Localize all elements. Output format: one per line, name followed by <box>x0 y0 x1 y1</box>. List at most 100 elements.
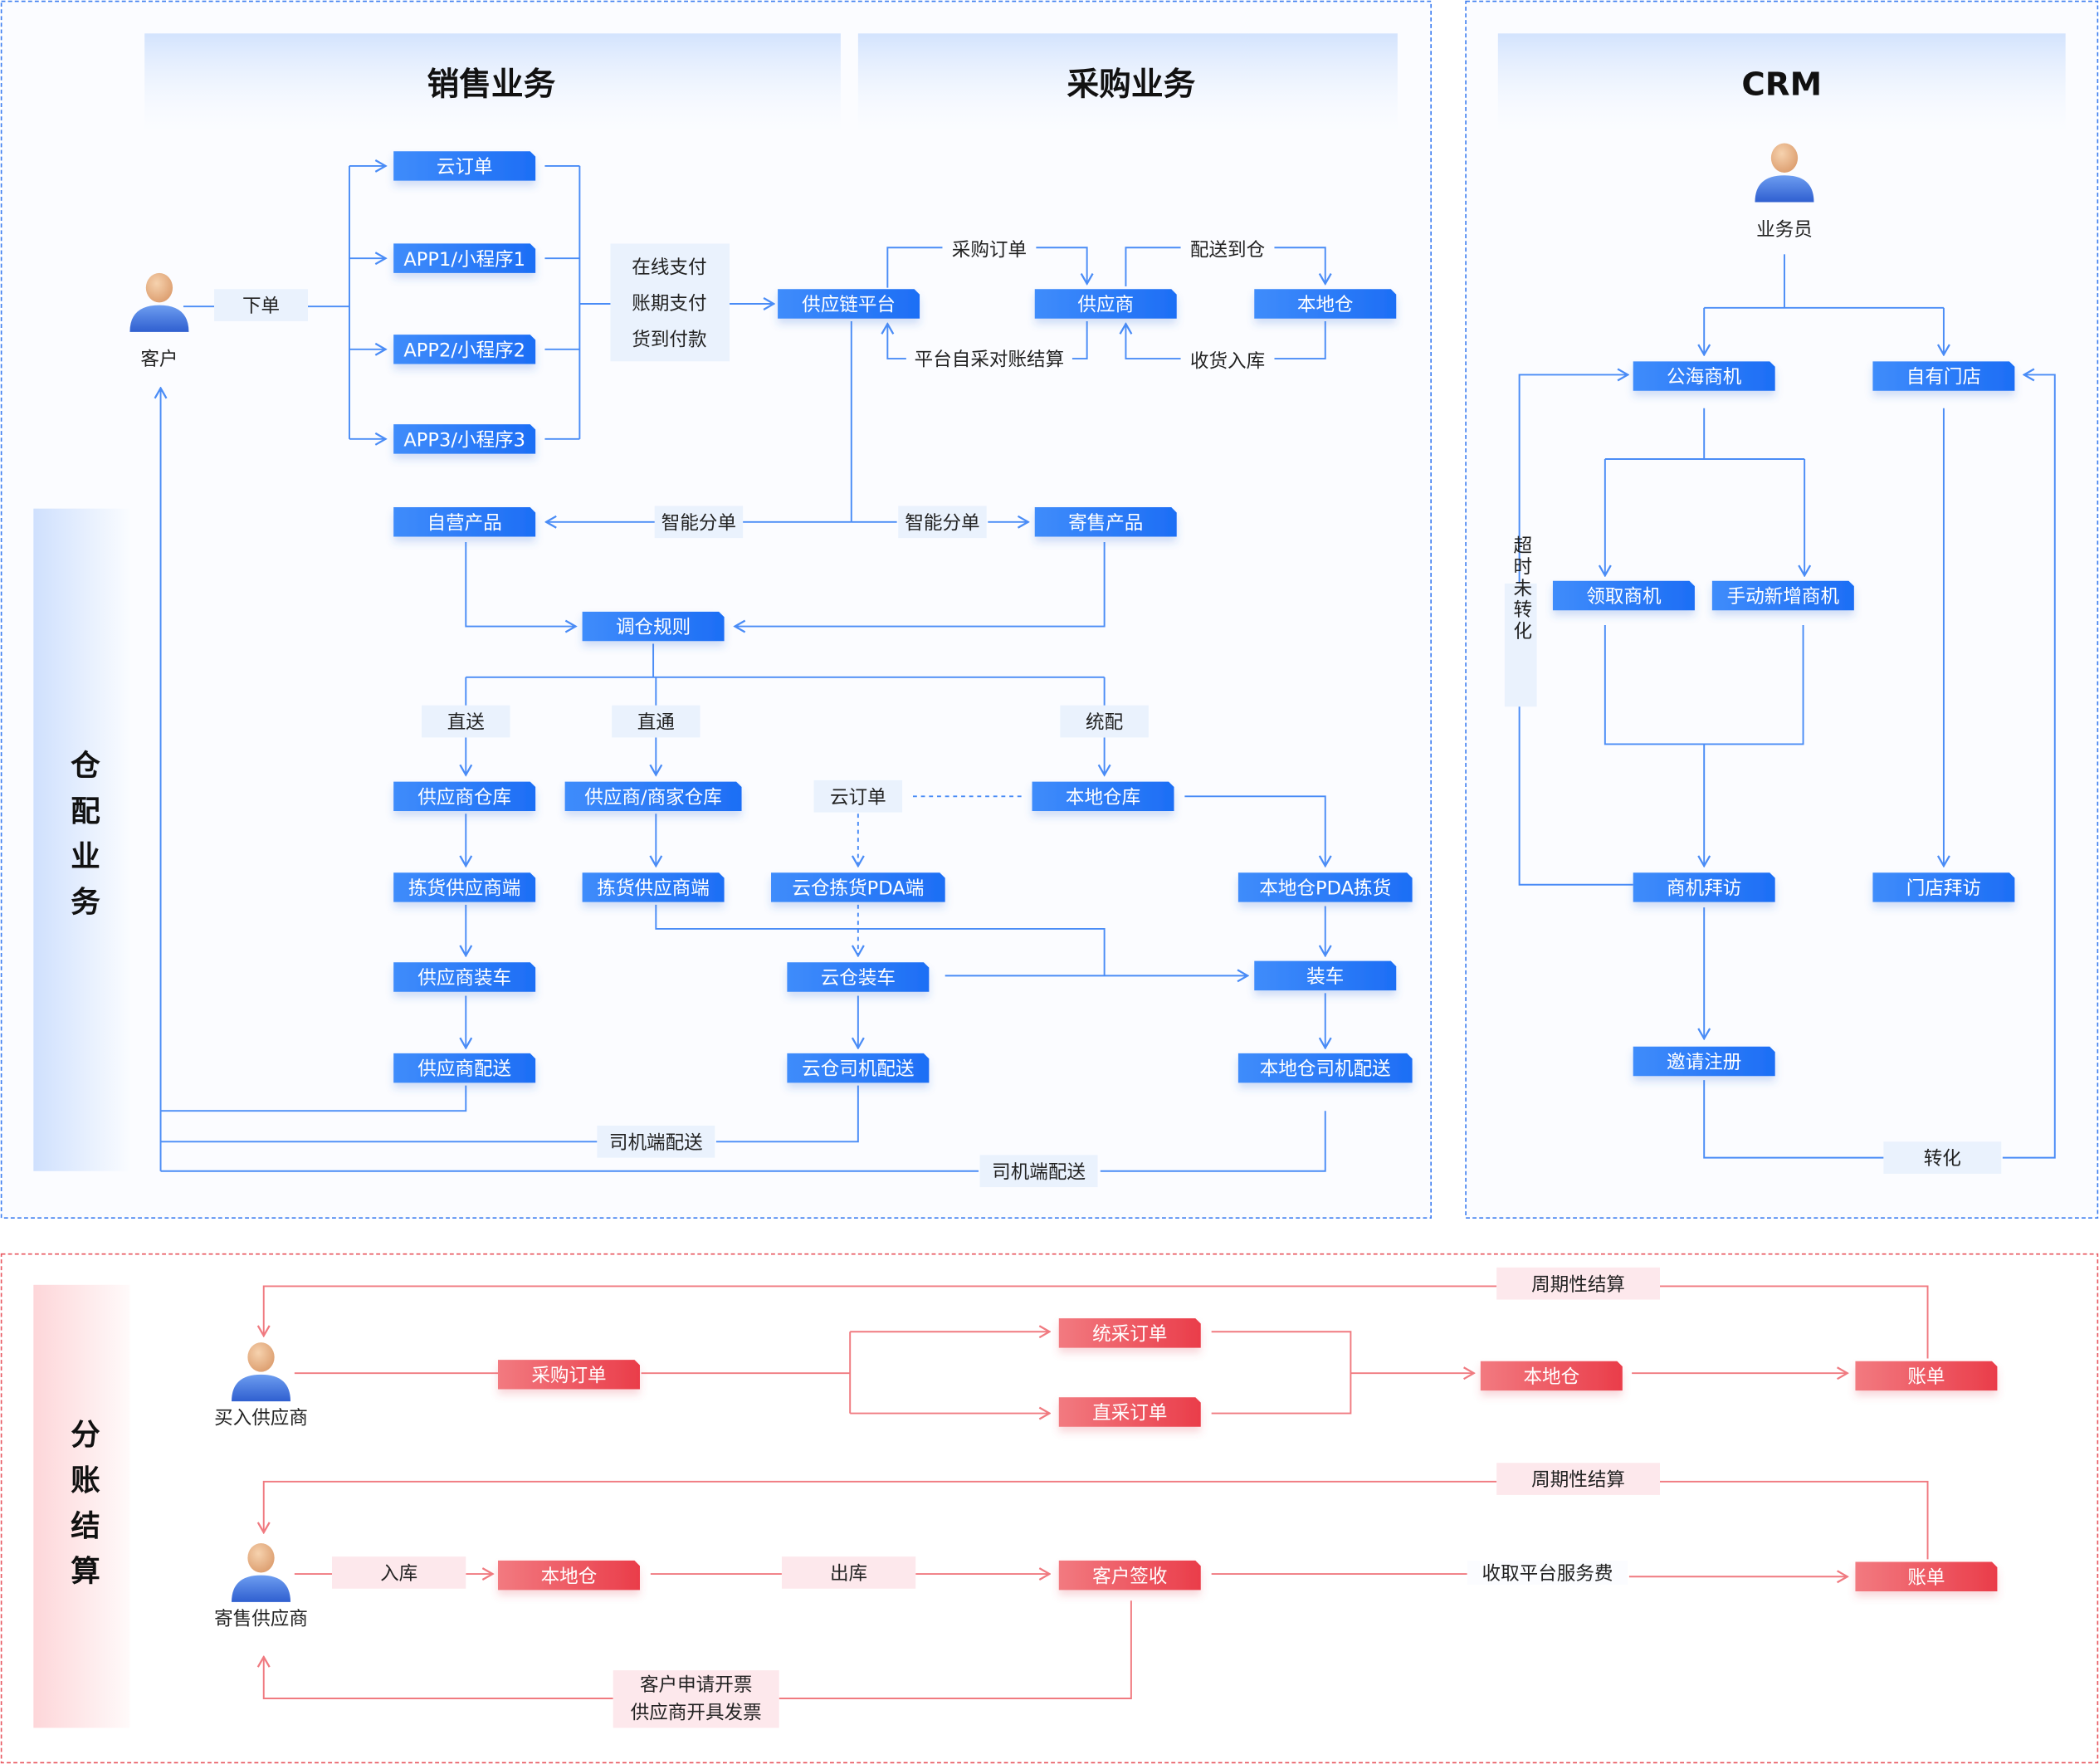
sales-app3-text: APP3/小程序3 <box>403 429 525 451</box>
connector-line <box>1125 247 1184 287</box>
purchase-purchase-order-text: 采购订单 <box>952 240 1027 261</box>
settlement-bill-1-text: 账单 <box>1907 1366 1945 1388</box>
person-icon <box>232 1542 290 1602</box>
crm-claim-leads-node[interactable]: 领取商机 <box>1552 580 1695 611</box>
connector-line <box>1274 320 1326 360</box>
connector-line <box>1100 1111 1326 1172</box>
sales-supply-platform-text: 供应链平台 <box>802 295 896 316</box>
warehouse-supplier-wh-node[interactable]: 供应商仓库 <box>393 781 536 812</box>
warehouse-cloud-load-node[interactable]: 云仓装车 <box>787 962 930 992</box>
sales-place-order-text: 下单 <box>242 296 280 317</box>
sales-smart-split-right-label: 智能分单 <box>898 506 987 539</box>
sales-smart-split-right-text: 智能分单 <box>905 512 979 534</box>
warehouse-cloud-pda-node[interactable]: 云仓拣货PDA端 <box>771 872 945 902</box>
warehouse-pick-supplier-1-text: 拣货供应商端 <box>408 878 520 900</box>
sales-cloud-order-node[interactable]: 云订单 <box>393 151 536 181</box>
purchase-local-wh-node[interactable]: 本地仓 <box>1254 289 1397 319</box>
warehouse-driver-delivery-1-text: 司机端配送 <box>609 1132 703 1154</box>
sales-app2-node[interactable]: APP2/小程序2 <box>393 335 536 364</box>
warehouse-driver-delivery-2-label: 司机端配送 <box>979 1155 1098 1188</box>
settlement-inbound-label: 入库 <box>331 1556 466 1589</box>
warehouse-cloud-load-text: 云仓装车 <box>821 968 896 990</box>
connector-line <box>1034 247 1087 284</box>
connector-line <box>2002 374 2056 1159</box>
actor-consign-supplier: 寄售供应商 <box>214 1542 308 1630</box>
settlement-bill-1-node[interactable]: 账单 <box>1855 1361 1998 1391</box>
actor-buy-supplier: 买入供应商 <box>214 1342 308 1429</box>
purchase-supplier-node[interactable]: 供应商 <box>1034 289 1177 319</box>
person-icon <box>129 272 189 332</box>
warehouse-direct-through-label: 直通 <box>612 705 700 738</box>
settlement-bill-2-node[interactable]: 账单 <box>1855 1561 1998 1592</box>
settlement-local-wh-2-node[interactable]: 本地仓 <box>497 1560 640 1591</box>
settlement-service-fee-label: 收取平台服务费 <box>1467 1560 1628 1585</box>
purchase-supplier-text: 供应商 <box>1077 295 1134 316</box>
crm-own-stores-node[interactable]: 自有门店 <box>1872 361 2015 391</box>
warehouse-supplier-load-node[interactable]: 供应商装车 <box>393 962 536 992</box>
warehouse-local-driver-text: 本地仓司机配送 <box>1260 1058 1391 1080</box>
actor-salesperson: 业务员 <box>1755 143 1814 241</box>
crm-header: CRM <box>1741 66 1822 103</box>
warehouse-direct-ship-label: 直送 <box>422 705 510 738</box>
settlement-local-wh-node[interactable]: 本地仓 <box>1480 1361 1623 1391</box>
sales-app2-text: APP2/小程序2 <box>403 340 525 361</box>
connector-line <box>735 541 1106 627</box>
warehouse-cloud-driver-node[interactable]: 云仓司机配送 <box>787 1053 930 1083</box>
sales-purchase-panel <box>0 0 1432 1219</box>
warehouse-local-store-node[interactable]: 本地仓库 <box>1032 781 1174 812</box>
warehouse-direct-ship-text: 直送 <box>447 712 485 734</box>
crm-store-visit-node[interactable]: 门店拜访 <box>1872 872 2015 902</box>
crm-public-leads-node[interactable]: 公海商机 <box>1633 361 1775 391</box>
timeout-text: 超时未转化 <box>1510 535 1531 643</box>
purchase-deliver-to-wh-label: 配送到仓 <box>1180 237 1275 261</box>
sales-app1-node[interactable]: APP1/小程序1 <box>393 243 536 273</box>
settlement-service-fee-text: 收取平台服务费 <box>1482 1563 1613 1585</box>
crm-invite-register-node[interactable]: 邀请注册 <box>1633 1046 1775 1077</box>
crm-add-leads-text: 手动新增商机 <box>1727 586 1840 608</box>
settlement-periodic-2-text: 周期性结算 <box>1531 1469 1625 1491</box>
settlement-direct-order-node[interactable]: 直采订单 <box>1058 1397 1201 1427</box>
warehouse-transfer-rule-node[interactable]: 调仓规则 <box>582 611 725 642</box>
sales-self-product-text: 自营产品 <box>427 512 502 534</box>
warehouse-local-store-text: 本地仓库 <box>1066 787 1140 809</box>
sales-supply-platform-node[interactable]: 供应链平台 <box>778 289 920 319</box>
sales-smart-split-left-label: 智能分单 <box>654 506 744 539</box>
warehouse-supplier-delivery-text: 供应商配送 <box>417 1058 511 1080</box>
connector-line <box>655 904 1106 976</box>
settlement-unified-order-node[interactable]: 统采订单 <box>1058 1318 1201 1348</box>
sales-self-product-node[interactable]: 自营产品 <box>393 507 536 537</box>
payment-method: 在线支付 <box>632 257 706 278</box>
settlement-inbound-text: 入库 <box>380 1563 417 1585</box>
warehouse-pick-supplier-2-node[interactable]: 拣货供应商端 <box>582 872 725 902</box>
warehouse-local-driver-node[interactable]: 本地仓司机配送 <box>1237 1053 1413 1083</box>
actor-name: 客户 <box>140 349 178 370</box>
warehouse-cloud-driver-text: 云仓司机配送 <box>802 1058 914 1080</box>
warehouse-supplier-delivery-node[interactable]: 供应商配送 <box>393 1053 536 1083</box>
settlement-periodic-2-label: 周期性结算 <box>1496 1463 1660 1495</box>
warehouse-load-node[interactable]: 装车 <box>1254 960 1397 991</box>
sales-consign-product-node[interactable]: 寄售产品 <box>1034 507 1177 537</box>
crm-lead-visit-node[interactable]: 商机拜访 <box>1633 872 1775 902</box>
settlement-periodic-1-text: 周期性结算 <box>1531 1274 1625 1296</box>
invoice-line: 客户申请开票 <box>640 1674 752 1696</box>
settlement-outbound-label: 出库 <box>781 1556 916 1589</box>
settlement-customer-sign-node[interactable]: 客户签收 <box>1058 1560 1201 1591</box>
settlement-purchase-order-node[interactable]: 采购订单 <box>497 1360 640 1390</box>
warehouse-local-pda-node[interactable]: 本地仓PDA拣货 <box>1237 872 1413 902</box>
connector-line <box>887 324 906 360</box>
warehouse-pick-supplier-1-node[interactable]: 拣货供应商端 <box>393 872 536 902</box>
warehouse-merchant-wh-node[interactable]: 供应商/商家仓库 <box>564 781 742 812</box>
connector-line <box>1125 324 1184 360</box>
sales-consign-product-text: 寄售产品 <box>1068 512 1143 534</box>
crm-public-leads-text: 公海商机 <box>1667 367 1742 388</box>
crm-add-leads-node[interactable]: 手动新增商机 <box>1711 580 1854 611</box>
person-icon <box>232 1342 290 1402</box>
warehouse-supplier-load-text: 供应商装车 <box>417 968 511 990</box>
settlement-direct-order-text: 直采订单 <box>1092 1403 1167 1424</box>
warehouse-unified-label: 统配 <box>1060 705 1149 738</box>
settlement-unified-order-text: 统采订单 <box>1092 1323 1167 1345</box>
sales-app3-node[interactable]: APP3/小程序3 <box>393 424 536 454</box>
connector-line <box>465 541 575 627</box>
